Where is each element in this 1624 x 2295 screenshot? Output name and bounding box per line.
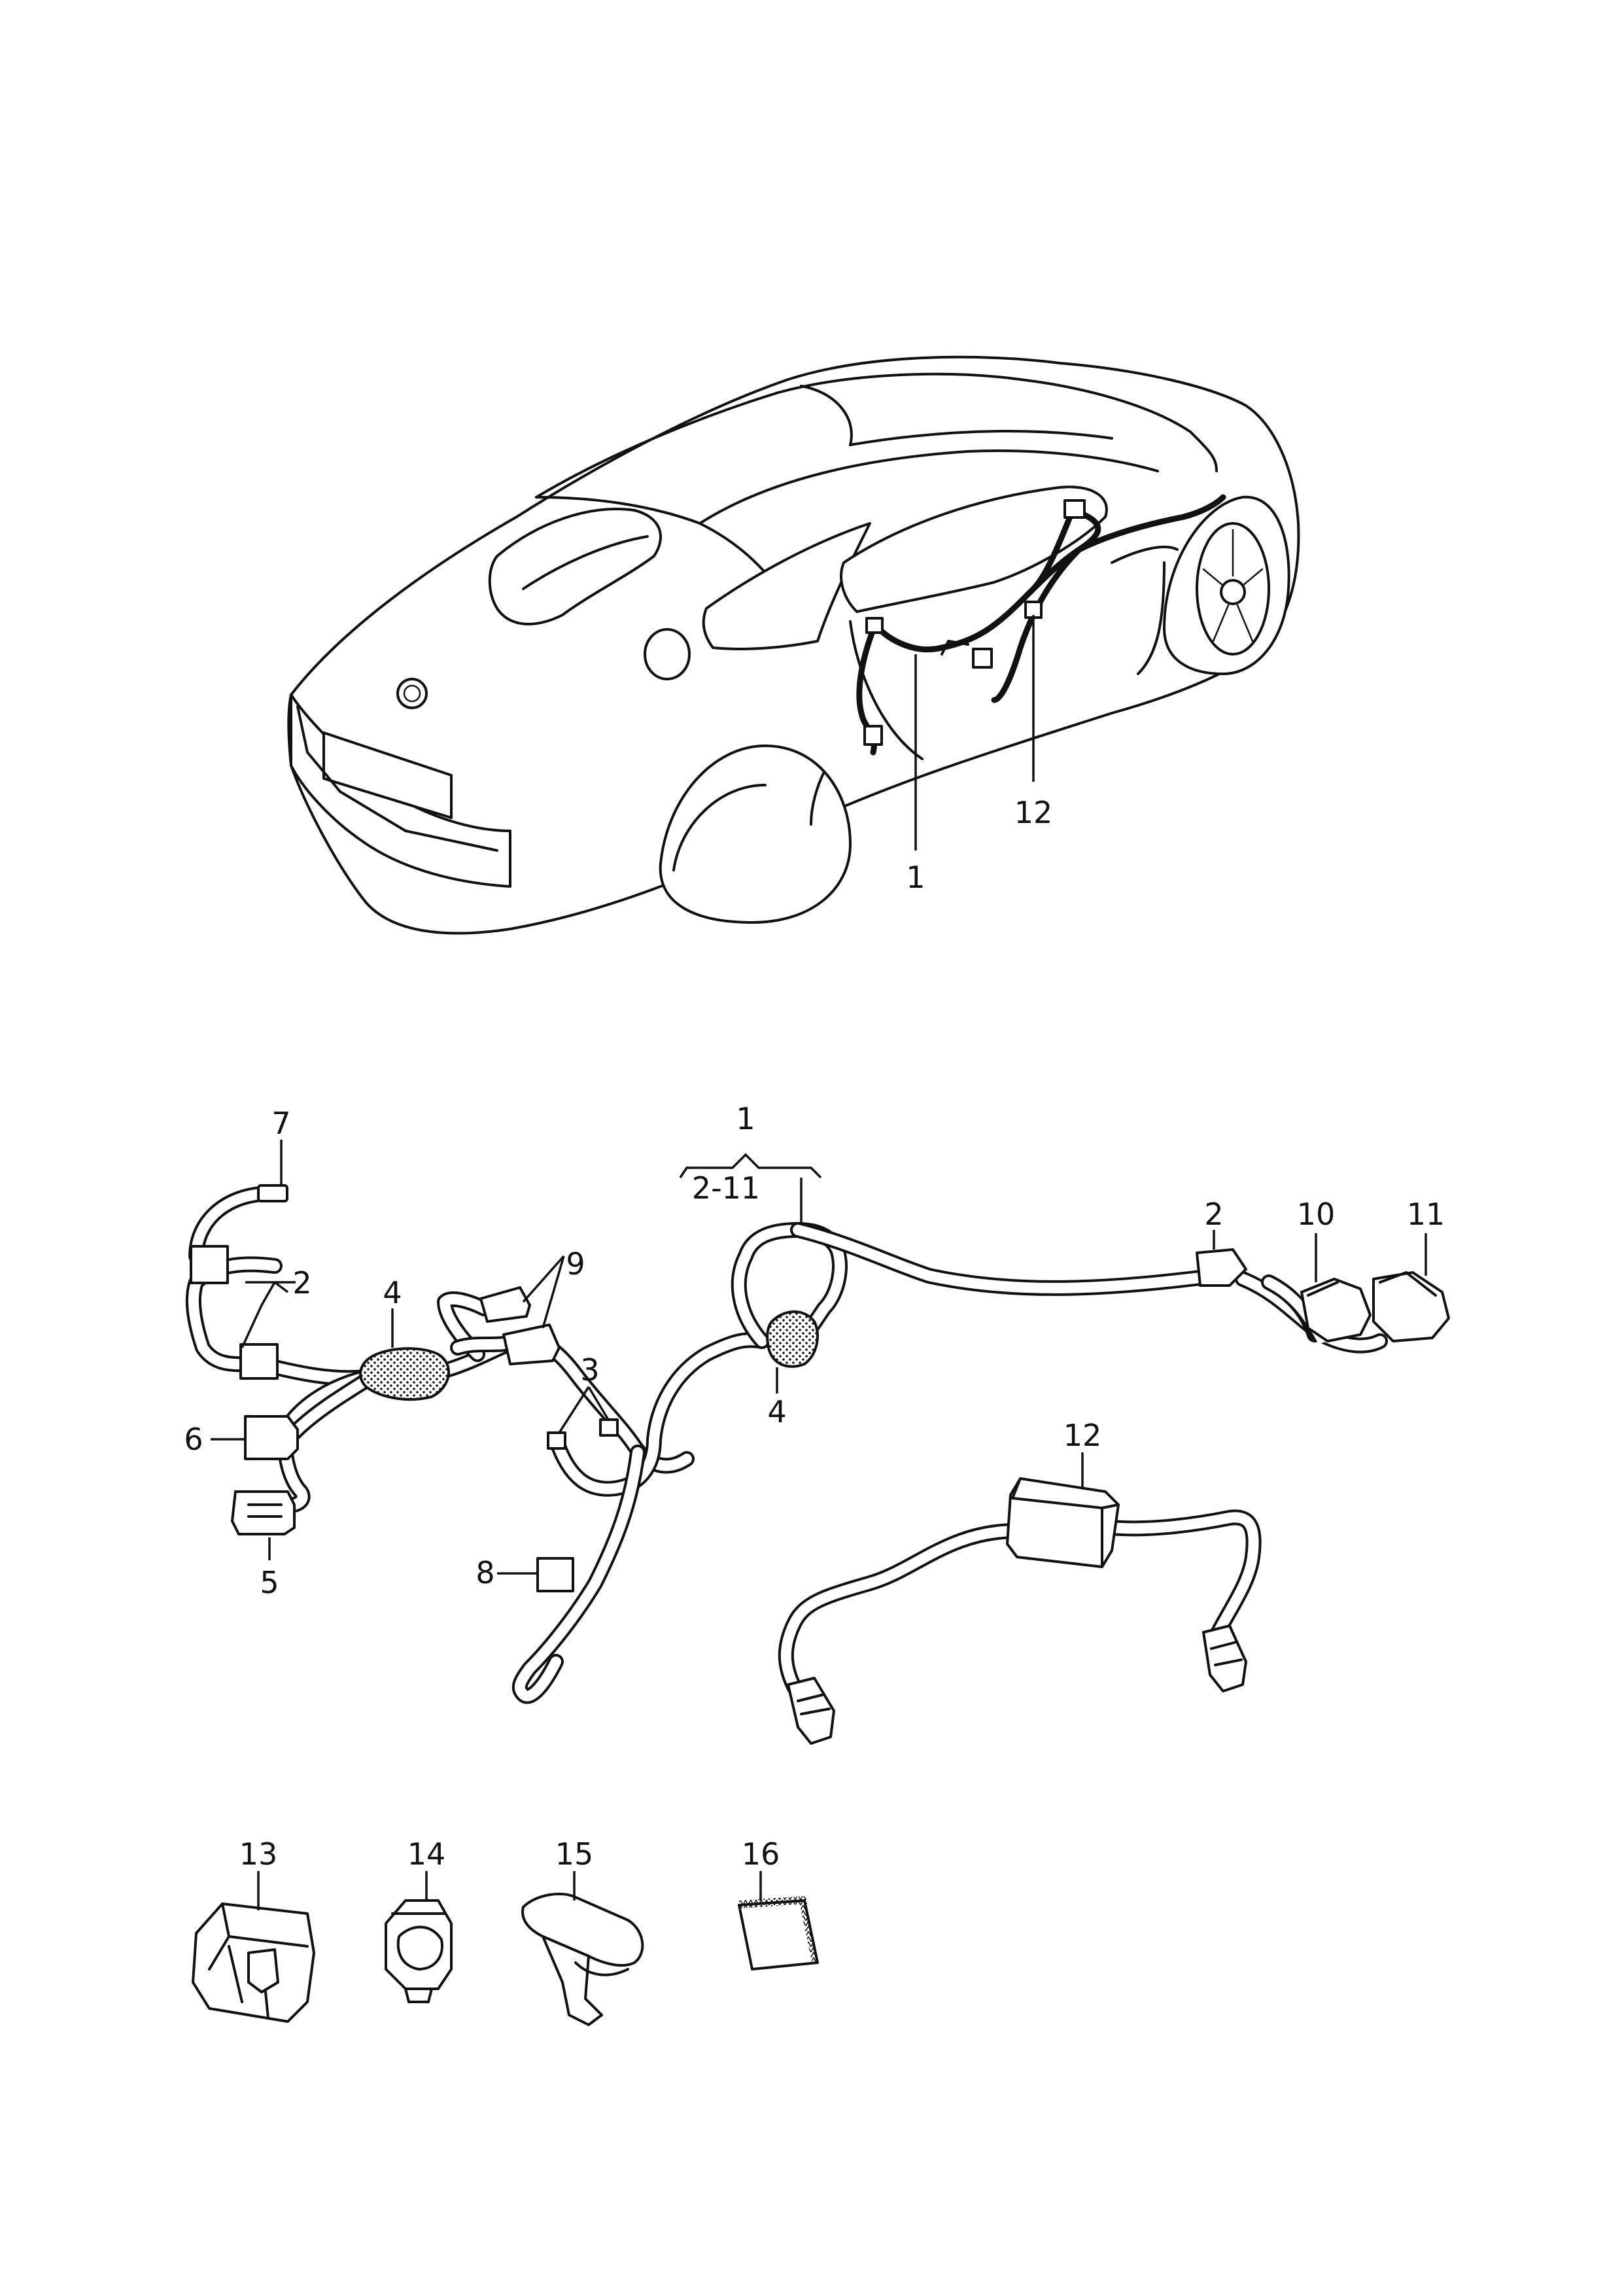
callout-part-10: 10 bbox=[1297, 1197, 1336, 1232]
part-13-clip bbox=[192, 1871, 315, 2023]
clip-2-right bbox=[1196, 1248, 1247, 1287]
side-window-front bbox=[840, 485, 1108, 613]
car-connector-a bbox=[865, 617, 884, 634]
clip-3-right bbox=[599, 1418, 619, 1437]
connector-9-upper bbox=[479, 1286, 531, 1323]
callout-car-cable: 12 bbox=[1014, 795, 1053, 830]
connector-10 bbox=[1300, 1278, 1372, 1342]
door-line bbox=[849, 561, 1166, 760]
connector-9-lower bbox=[502, 1323, 561, 1365]
hub-emblem bbox=[1220, 579, 1246, 605]
leaders-main bbox=[211, 1140, 1427, 1575]
clip-8 bbox=[536, 1557, 574, 1592]
car-roof bbox=[535, 372, 1218, 499]
group-bracket bbox=[679, 1153, 822, 1179]
callout-part-6: 6 bbox=[184, 1422, 203, 1457]
callout-part-13: 13 bbox=[239, 1836, 278, 1872]
callout-part-12: 12 bbox=[1063, 1418, 1102, 1453]
car-connector-e bbox=[1024, 601, 1043, 619]
callout-part-14: 14 bbox=[407, 1836, 446, 1872]
cable-12 bbox=[778, 1452, 1262, 1745]
connector-6 bbox=[244, 1415, 299, 1460]
rear-wheel bbox=[659, 745, 852, 924]
pad-2-lower bbox=[239, 1343, 279, 1380]
license-plate bbox=[322, 731, 453, 819]
connector-11 bbox=[1372, 1271, 1450, 1342]
car-connector-c bbox=[1063, 499, 1086, 519]
callout-part-4-left: 4 bbox=[383, 1275, 402, 1310]
part-16-pad bbox=[738, 1871, 819, 1971]
side-window-rear bbox=[702, 522, 871, 650]
callout-part-2-right: 2 bbox=[1204, 1197, 1223, 1232]
car-connector-d bbox=[972, 648, 993, 669]
callout-group-range: 2-11 bbox=[692, 1170, 760, 1206]
callout-part-11: 11 bbox=[1407, 1197, 1445, 1232]
fuel-door bbox=[644, 628, 691, 680]
callout-part-8: 8 bbox=[475, 1555, 494, 1590]
callout-group-main: 1 bbox=[736, 1101, 755, 1136]
grommet-left bbox=[359, 1347, 450, 1401]
callout-part-7: 7 bbox=[271, 1106, 290, 1141]
callout-part-4-right: 4 bbox=[767, 1394, 786, 1429]
callout-part-16: 16 bbox=[742, 1836, 780, 1872]
grommet-right bbox=[766, 1310, 819, 1368]
callout-part-9: 9 bbox=[566, 1246, 585, 1282]
pad-2-upper bbox=[190, 1245, 229, 1284]
car-connector-b bbox=[863, 725, 883, 746]
callout-part-15: 15 bbox=[555, 1836, 594, 1872]
connector-5 bbox=[231, 1490, 296, 1535]
clip-7 bbox=[257, 1184, 288, 1202]
rear-emblem bbox=[396, 678, 428, 709]
callout-part-2-left: 2 bbox=[292, 1265, 311, 1301]
callout-part-3: 3 bbox=[580, 1352, 599, 1388]
callout-car-harness: 1 bbox=[906, 860, 925, 895]
callout-part-5: 5 bbox=[260, 1565, 279, 1600]
car-illustration bbox=[287, 355, 1300, 935]
wiring-harness bbox=[185, 1184, 1450, 1704]
rear-window bbox=[488, 508, 662, 625]
cable-12-connector-left bbox=[787, 1677, 835, 1745]
part-14-clip bbox=[385, 1871, 453, 2003]
clip-3-left bbox=[547, 1431, 566, 1450]
cable-12-connector-right bbox=[1202, 1624, 1247, 1692]
part-15-strap bbox=[521, 1871, 644, 2026]
